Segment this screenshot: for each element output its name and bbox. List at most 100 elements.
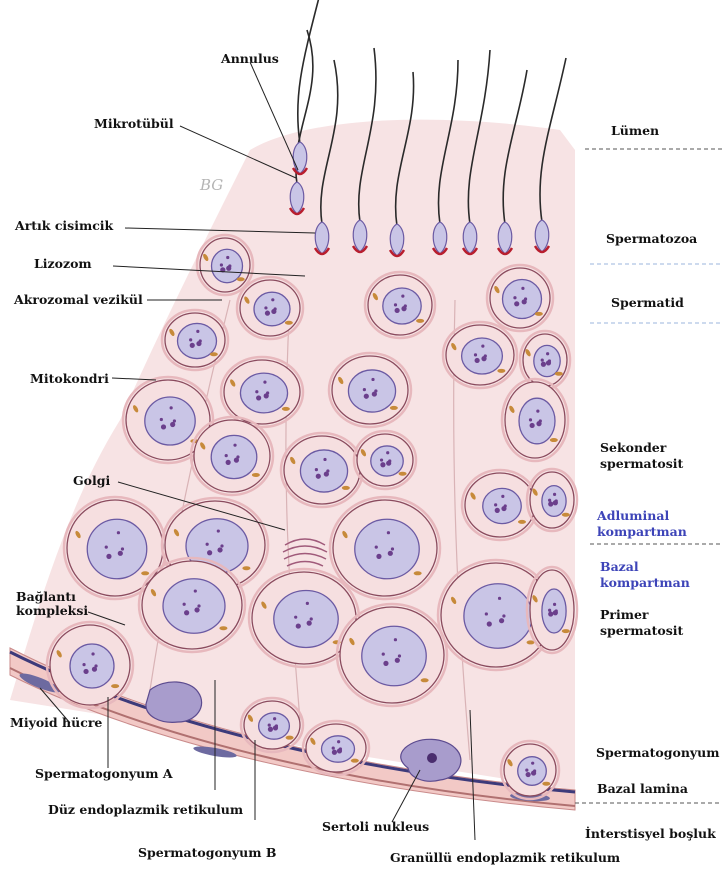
chromatin-spot [184, 610, 189, 615]
chromatin-spot [234, 458, 239, 463]
cell-nucleus [240, 373, 287, 413]
chromatin-spot [268, 727, 273, 732]
chromatin-spot [194, 607, 199, 612]
label-annulus: Annulus [221, 52, 279, 66]
chromatin-spot [271, 309, 276, 314]
label-spermatogonyum-a: Spermatogonyum A [35, 767, 173, 781]
chromatin-spot [264, 393, 269, 398]
mitochondrion [416, 319, 424, 323]
cell-nucleus [70, 644, 114, 688]
chromatin-spot [394, 303, 397, 306]
chromatin-spot [363, 388, 366, 391]
chromatin-spot [513, 296, 516, 299]
chromatin-spot [376, 554, 381, 559]
chromatin-spot [268, 724, 271, 727]
label-golgi: Golgi [73, 474, 110, 488]
mitochondrion [351, 759, 359, 763]
cell-nucleus [462, 338, 503, 374]
chromatin-spot [474, 353, 477, 356]
chromatin-spot [382, 653, 385, 656]
chromatin-spot [106, 554, 111, 559]
sertoli-nucleolus [427, 753, 437, 763]
chromatin-spot [117, 531, 120, 534]
chromatin-spot [380, 458, 383, 461]
label-mikrotubul: Mikrotübül [94, 117, 174, 131]
chromatin-spot [499, 618, 504, 623]
chromatin-spot [548, 499, 551, 502]
chromatin-spot [337, 740, 340, 743]
mitochondrion [497, 369, 505, 373]
chromatin-spot [307, 621, 312, 626]
chromatin-spot [220, 544, 223, 547]
mitochondrion [414, 571, 422, 575]
chromatin-spot [91, 652, 94, 655]
label-duz-er: Düz endoplazmik retikulum [48, 803, 243, 817]
chromatin-spot [306, 602, 309, 605]
chromatin-spot [196, 330, 199, 333]
label-granullu-er: Granüllü endoplazmik retikulum [390, 851, 620, 865]
chromatin-spot [118, 551, 123, 556]
chromatin-spot [536, 410, 539, 413]
chromatin-spot [501, 506, 506, 511]
label-baglanti-kompleksi: Bağlantı kompleksi [16, 590, 88, 619]
mitochondrion [282, 407, 290, 411]
chromatin-spot [197, 604, 200, 607]
chromatin-spot [225, 454, 228, 457]
chromatin-spot [481, 356, 486, 361]
mitochondrion [210, 352, 218, 356]
chromatin-spot [273, 725, 278, 730]
chromatin-spot [495, 508, 500, 513]
label-sertoli-nukleus: Sertoli nukleus [322, 820, 429, 834]
chromatin-spot [82, 663, 85, 666]
chromatin-spot [548, 609, 551, 612]
cell-nucleus [163, 579, 225, 634]
zone-interstisyel-bosluk: İnterstisyel boşluk [585, 826, 716, 842]
mitochondrion [237, 277, 245, 281]
chromatin-spot [315, 468, 318, 471]
chromatin-spot [485, 612, 488, 615]
chromatin-spot [541, 362, 546, 367]
chromatin-spot [323, 458, 326, 461]
chromatin-spot [553, 603, 556, 606]
chromatin-spot [530, 423, 535, 428]
chromatin-spot [255, 390, 258, 393]
chromatin-spot [271, 298, 274, 301]
chromatin-spot [529, 418, 532, 421]
mitochondrion [562, 629, 570, 633]
chromatin-spot [481, 345, 484, 348]
chromatin-spot [521, 287, 524, 290]
cell-nucleus [362, 626, 426, 686]
chromatin-spot [264, 306, 267, 309]
chromatin-spot [226, 266, 231, 271]
chromatin-spot [296, 623, 301, 628]
mitochondrion [286, 736, 294, 740]
chromatin-spot [498, 597, 501, 600]
zone-spermatozoa: Spermatozoa [606, 231, 697, 247]
chromatin-spot [536, 421, 541, 426]
chromatin-spot [160, 418, 163, 421]
chromatin-spot [170, 422, 175, 427]
zone-dividers [575, 149, 722, 803]
chromatin-spot [332, 750, 337, 755]
chromatin-spot [391, 547, 394, 550]
sertoli-nucleus-shape [146, 682, 202, 722]
cell-nucleus [483, 488, 522, 523]
mitochondrion [141, 571, 149, 575]
chromatin-spot [494, 503, 497, 506]
mitochondrion [562, 513, 570, 517]
chromatin-spot [386, 451, 389, 454]
artist-signature: BG [199, 176, 223, 194]
cell-nucleus [274, 590, 338, 647]
chromatin-spot [183, 603, 186, 606]
chromatin-spot [256, 395, 261, 400]
mitochondrion [285, 321, 293, 325]
chromatin-spot [553, 493, 556, 496]
chromatin-spot [310, 617, 313, 620]
mitochondrion [555, 372, 563, 376]
mitochondrion [542, 782, 550, 786]
chromatin-spot [401, 295, 404, 298]
chromatin-spot [398, 654, 401, 657]
cell-nucleus [348, 370, 395, 412]
chromatin-spot [541, 359, 544, 362]
